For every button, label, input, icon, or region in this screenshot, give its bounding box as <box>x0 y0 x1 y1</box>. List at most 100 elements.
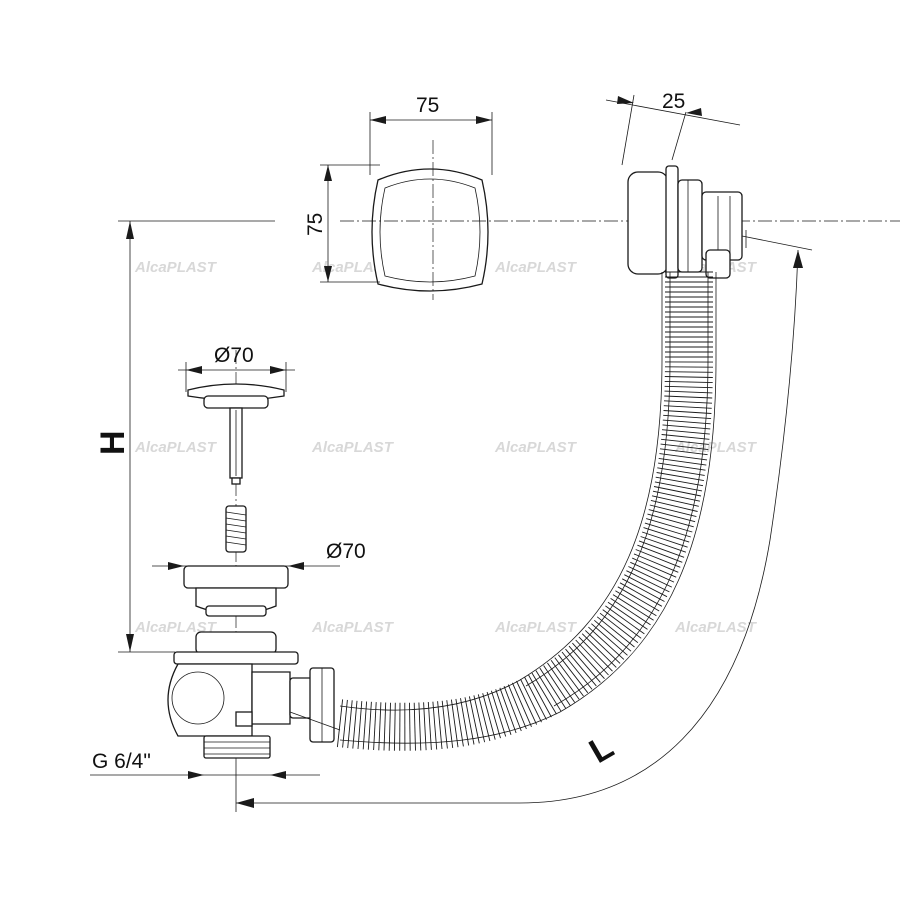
hose-rib <box>594 619 632 652</box>
watermark: AlcaPLAST <box>134 619 218 636</box>
hose-rib <box>490 690 507 737</box>
hose-rib <box>495 689 512 735</box>
hose-rib <box>660 443 709 451</box>
hose-rib <box>388 702 391 751</box>
hose-rib <box>605 605 645 635</box>
hose-rib <box>550 660 580 700</box>
hose-rib <box>342 699 348 748</box>
hose-rib <box>418 702 422 751</box>
hose-rib <box>373 702 377 751</box>
hose-rib <box>657 467 705 476</box>
hose-rib <box>664 376 713 378</box>
hose-rib <box>607 601 648 630</box>
hose-rib <box>450 699 459 748</box>
hose-rib <box>464 697 475 745</box>
hose-rib <box>486 691 501 739</box>
hose-rib <box>441 700 448 749</box>
hose-rib <box>663 410 712 414</box>
hose-rib <box>610 598 651 626</box>
hose-rib <box>588 626 625 660</box>
hose-rib <box>547 662 576 703</box>
watermark: AlcaPLAST <box>311 619 395 636</box>
hose-rib <box>659 448 708 456</box>
hose-rib <box>649 504 697 518</box>
hose-rib <box>643 527 690 543</box>
hose-rib <box>621 578 665 602</box>
hose-rib <box>596 616 635 648</box>
watermark: AlcaPLAST <box>311 439 395 456</box>
hose-rib <box>640 536 687 553</box>
hose-rib <box>561 651 593 690</box>
hose-rib <box>378 702 382 751</box>
hose-rib <box>659 453 708 461</box>
hose-rib <box>650 499 698 512</box>
threaded-stem <box>225 505 247 553</box>
hose-rib <box>409 702 411 751</box>
hose-rib <box>432 701 438 750</box>
hose-rib <box>584 630 621 664</box>
watermark: AlcaPLAST <box>494 619 578 636</box>
hose-rib <box>630 561 675 583</box>
hose-rib <box>477 694 491 742</box>
hose-rib <box>362 701 368 750</box>
hose-rib <box>554 657 584 697</box>
hose-rib <box>632 557 677 578</box>
hose-rib <box>628 566 672 588</box>
overflow-depth-label: 25 <box>662 90 685 113</box>
hose-rib <box>646 518 693 533</box>
strainer-diameter-label: Ø70 <box>326 540 366 563</box>
hose-rib <box>511 682 532 727</box>
hose-rib <box>413 702 416 751</box>
hose-rib <box>641 531 688 548</box>
hose-ribs <box>336 271 714 751</box>
overflow-cover-front-view: 75 75 <box>304 94 900 300</box>
watermark: AlcaPLAST <box>134 439 218 456</box>
hose-rib <box>638 540 685 558</box>
hose-rib <box>558 654 589 694</box>
hose-rib <box>503 686 522 732</box>
hose-rib <box>352 700 358 749</box>
waste-body: Ø70 <box>152 540 366 759</box>
hose-rib <box>460 698 470 746</box>
height-dimension: H <box>94 220 275 653</box>
hose-rib <box>656 472 704 482</box>
cover-width-label: 75 <box>416 94 439 117</box>
hose-rib <box>437 701 443 750</box>
hose-rib <box>647 513 694 528</box>
hose-rib <box>612 594 654 621</box>
hose-rib <box>661 438 709 445</box>
length-label: L <box>583 728 620 771</box>
hose-rib <box>661 429 710 435</box>
hose-rib <box>637 544 683 563</box>
hose-rib <box>572 642 605 680</box>
hose-rib <box>535 670 562 712</box>
hose-rib <box>446 700 454 748</box>
hose-rib <box>664 395 713 399</box>
hose-rib <box>455 698 464 747</box>
hose-rib <box>578 636 613 672</box>
hose-rib <box>473 695 486 743</box>
hose-rib <box>624 574 668 598</box>
cover-height-label: 75 <box>304 213 327 236</box>
watermark: AlcaPLAST <box>494 259 578 276</box>
hose-rib <box>468 696 480 744</box>
hose-rib <box>664 371 713 373</box>
hose-rib <box>663 400 713 404</box>
hose-rib <box>664 385 713 389</box>
hose-rib <box>635 549 681 568</box>
hose-rib <box>654 481 703 492</box>
watermark: AlcaPLAST <box>134 259 218 276</box>
hose-rib <box>663 414 712 420</box>
hose-rib <box>617 586 660 612</box>
corrugated-hose <box>336 271 717 751</box>
hose-rib <box>423 702 427 751</box>
hose-rib <box>357 701 363 750</box>
hose-rib <box>664 390 713 394</box>
hose-rib <box>499 687 517 734</box>
hose-rib <box>653 486 702 497</box>
hose-rib <box>658 462 706 471</box>
overflow-head-side-view: 25 <box>605 90 813 279</box>
plug-diameter-label: Ø70 <box>214 344 254 367</box>
hose-rib <box>367 701 372 750</box>
